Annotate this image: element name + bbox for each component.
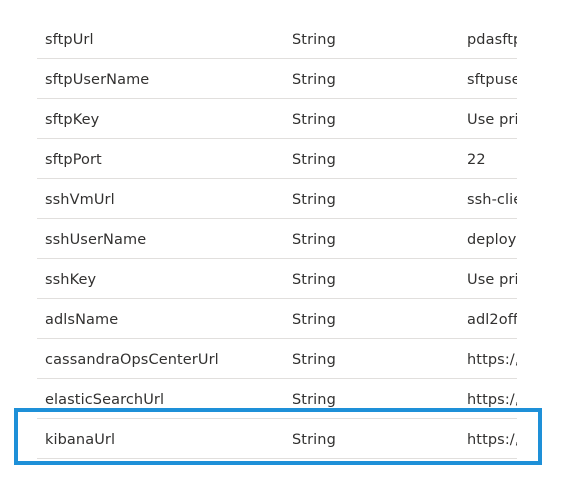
table-row: sshKey String Use pri [37, 259, 517, 299]
output-value[interactable]: Use pri [467, 112, 517, 128]
outputs-table: sftpUrl String pdasftp sftpUserName Stri… [37, 19, 517, 459]
table-row: sshVmUrl String ssh-clie [37, 179, 517, 219]
table-row: elasticSearchUrl String https:/, [37, 379, 517, 419]
output-name: kibanaUrl [45, 432, 116, 448]
output-value[interactable]: deploy [467, 232, 517, 248]
table-row: sftpKey String Use pri [37, 99, 517, 139]
output-name: sshVmUrl [45, 192, 115, 208]
highlight-box [14, 408, 542, 465]
output-type: String [292, 32, 336, 48]
table-row: adlsName String adl2off [37, 299, 517, 339]
output-name: sshUserName [45, 232, 147, 248]
output-type: String [292, 392, 336, 408]
output-value[interactable]: ssh-clie [467, 192, 517, 208]
output-name: cassandraOpsCenterUrl [45, 352, 219, 368]
output-type: String [292, 312, 336, 328]
output-value[interactable]: https:/, [467, 392, 517, 408]
output-type: String [292, 112, 336, 128]
output-type: String [292, 72, 336, 88]
output-type: String [292, 352, 336, 368]
table-row: sftpUrl String pdasftp [37, 19, 517, 59]
output-type: String [292, 272, 336, 288]
output-name: sftpKey [45, 112, 100, 128]
output-type: String [292, 152, 336, 168]
output-type: String [292, 192, 336, 208]
table-row: sftpUserName String sftpuse [37, 59, 517, 99]
output-value[interactable]: Use pri [467, 272, 517, 288]
output-value[interactable]: sftpuse [467, 72, 517, 88]
output-name: sshKey [45, 272, 97, 288]
output-value[interactable]: https:/, [467, 352, 517, 368]
table-row: kibanaUrl String https:/, [37, 419, 517, 459]
output-name: elasticSearchUrl [45, 392, 165, 408]
table-row: sftpPort String 22 [37, 139, 517, 179]
output-name: sftpUrl [45, 32, 94, 48]
output-type: String [292, 432, 336, 448]
table-row: cassandraOpsCenterUrl String https:/, [37, 339, 517, 379]
output-name: sftpPort [45, 152, 102, 168]
output-type: String [292, 232, 336, 248]
output-value[interactable]: 22 [467, 152, 486, 168]
table-row: sshUserName String deploy [37, 219, 517, 259]
output-name: sftpUserName [45, 72, 150, 88]
output-name: adlsName [45, 312, 119, 328]
output-value[interactable]: pdasftp [467, 32, 517, 48]
output-value[interactable]: adl2off [467, 312, 517, 328]
output-value[interactable]: https:/, [467, 432, 517, 448]
